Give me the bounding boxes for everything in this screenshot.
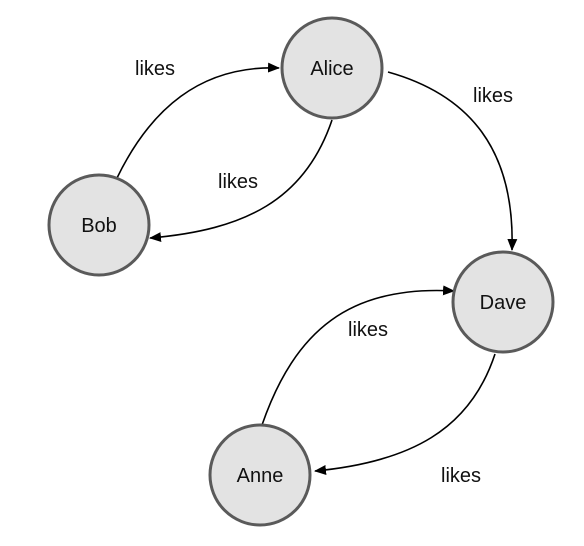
- edge-bob-alice-path: [116, 62, 280, 179]
- edge-alice-bob-label: likes: [218, 171, 258, 193]
- edge-bob-alice: likes: [116, 58, 280, 179]
- node-anne-label: Anne: [237, 465, 284, 487]
- edge-alice-dave-label: likes: [473, 85, 513, 107]
- node-dave: Dave: [451, 250, 555, 354]
- edge-alice-dave: likes: [387, 71, 518, 251]
- edge-anne-dave: likes: [261, 285, 455, 426]
- edge-dave-anne: likes: [314, 353, 496, 487]
- edge-bob-alice-label: likes: [135, 58, 175, 80]
- edge-alice-bob: likes: [149, 119, 333, 243]
- node-alice-label: Alice: [310, 58, 353, 80]
- edge-anne-dave-label: likes: [348, 319, 388, 341]
- node-anne: Anne: [208, 423, 312, 527]
- node-bob-label: Bob: [81, 215, 117, 237]
- edge-dave-anne-label: likes: [441, 465, 481, 487]
- edge-alice-bob-path: [149, 119, 333, 243]
- edge-anne-dave-path: [261, 285, 455, 426]
- node-alice: Alice: [280, 16, 384, 120]
- edge-alice-dave-path: [387, 71, 518, 251]
- node-dave-label: Dave: [480, 292, 527, 314]
- node-bob: Bob: [47, 173, 151, 277]
- edge-dave-anne-path: [314, 353, 496, 475]
